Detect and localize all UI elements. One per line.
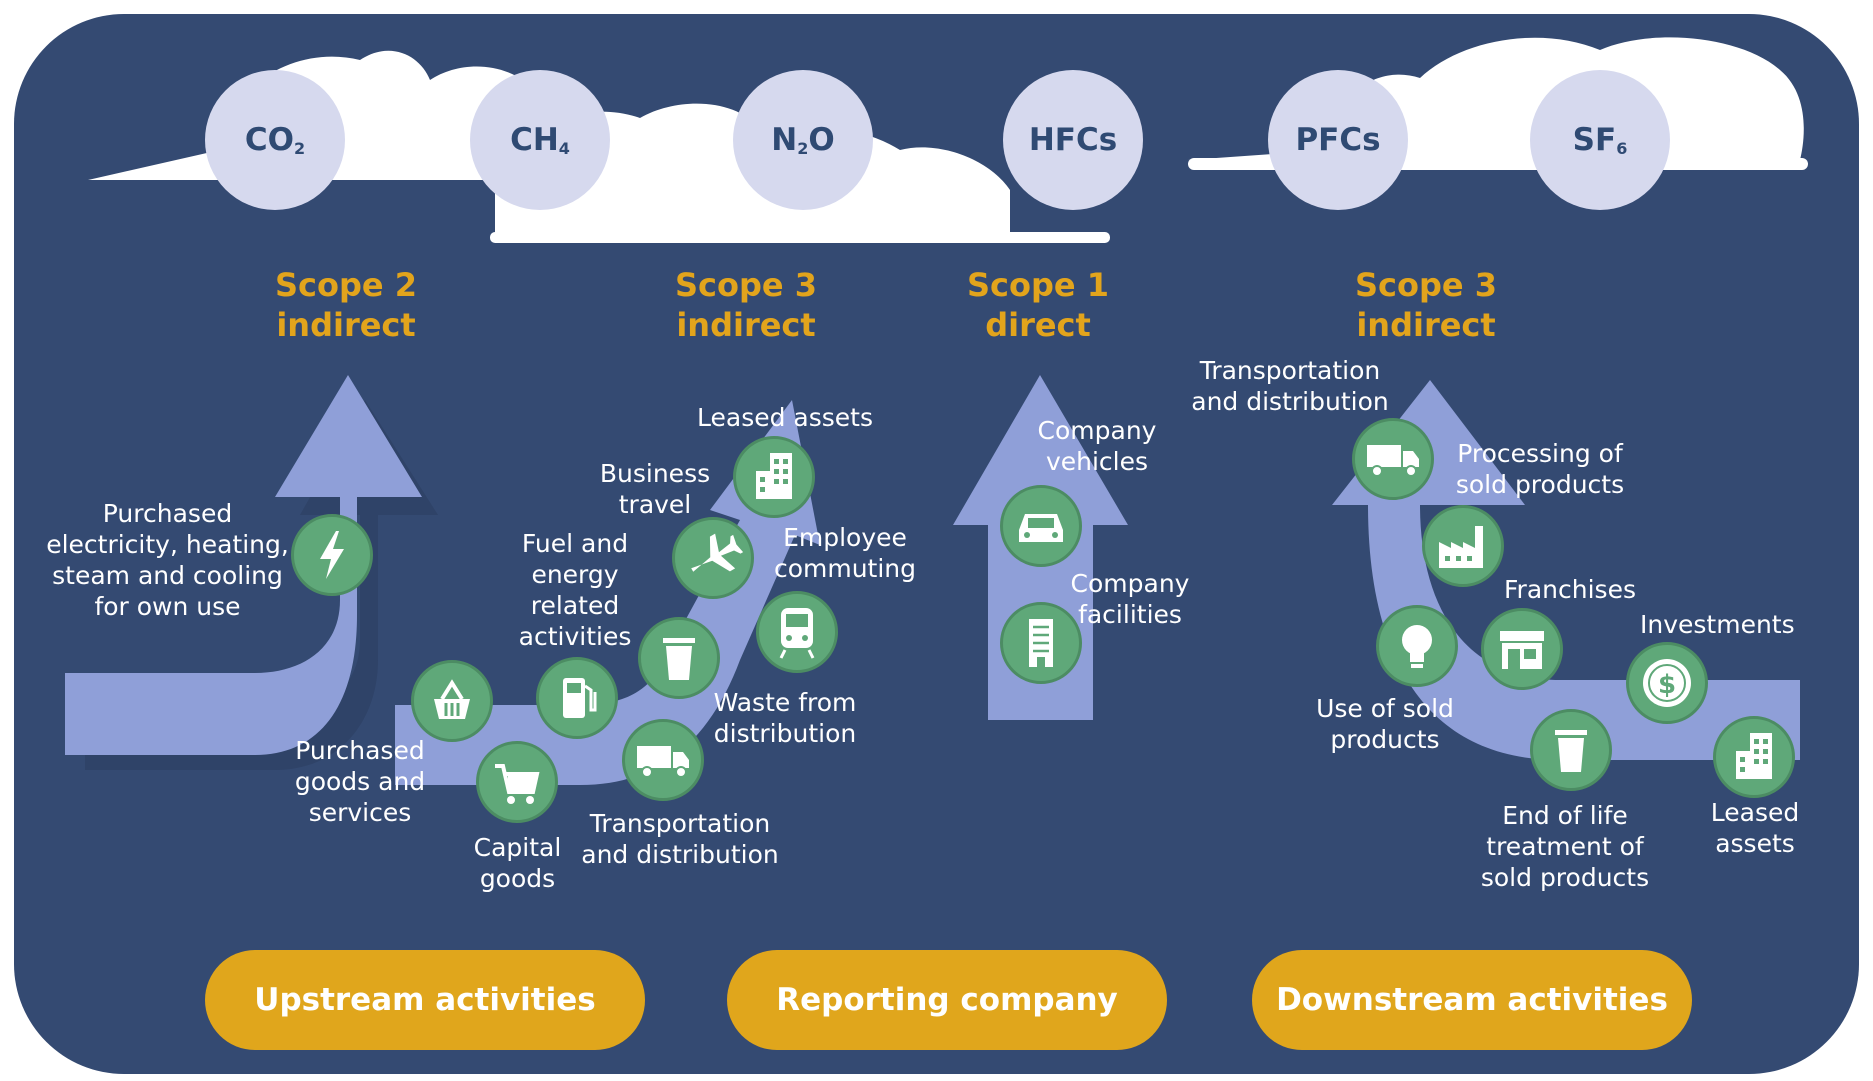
label-investments: Investments [1640, 610, 1795, 639]
svg-text:$: $ [1658, 670, 1676, 700]
shopping-cart-icon [476, 741, 558, 823]
factory-icon [1422, 505, 1504, 587]
building-icon [1713, 716, 1795, 798]
dollar-coin-icon: $ [1626, 642, 1708, 724]
cloud-middle-base [490, 232, 1110, 243]
car-icon [1000, 485, 1082, 567]
label-leased-assets-upstream: Leased assets [697, 403, 873, 432]
label-downstream-transport: Transportation and distribution [1191, 356, 1389, 416]
label-business-travel: Business travel [599, 459, 711, 519]
airplane-icon [672, 517, 754, 599]
reporting-company-pill: Reporting company [727, 950, 1167, 1050]
label-fuel-energy: Fuel and energy related activities [518, 529, 632, 651]
truck-icon [622, 719, 704, 801]
label-purchased-goods: Purchased goods and services [294, 736, 426, 827]
label-capital-goods: Capital goods [473, 833, 562, 893]
label-end-of-life: End of life treatment of sold products [1480, 801, 1650, 892]
label-company-facilities: Company facilities [1070, 569, 1190, 629]
truck-icon [1352, 418, 1434, 500]
basket-icon [411, 660, 493, 742]
train-icon [756, 591, 838, 673]
label-leased-assets-downstream: Leased assets [1710, 798, 1800, 858]
label-upstream-transport: Transportation and distribution [581, 809, 779, 869]
label-employee-commuting: Employee commuting [773, 523, 917, 583]
gas-pfcs: PFCs [1268, 70, 1408, 210]
trash-bin-icon [1530, 709, 1612, 791]
trash-bin-icon [638, 617, 720, 699]
label-franchises: Franchises [1504, 575, 1636, 604]
office-building-icon [1000, 602, 1082, 684]
upstream-arrow [395, 400, 820, 785]
fuel-pump-icon [536, 657, 618, 739]
gas-hfcs: HFCs [1003, 70, 1143, 210]
label-processing-sold-products: Processing of sold products [1455, 439, 1625, 499]
diagram-panel [14, 14, 1859, 1074]
label-company-vehicles: Company vehicles [1037, 416, 1157, 476]
lightbulb-icon [1376, 605, 1458, 687]
upstream-activities-pill: Upstream activities [205, 950, 645, 1050]
label-waste-distribution: Waste from distribution [713, 688, 857, 748]
downstream-activities-pill: Downstream activities [1252, 950, 1692, 1050]
building-icon [733, 436, 815, 518]
label-use-of-sold-products: Use of sold products [1316, 694, 1454, 754]
lightning-icon [291, 514, 373, 596]
storefront-icon [1481, 608, 1563, 690]
label-purchased-electricity: Purchased electricity, heating, steam an… [46, 499, 289, 621]
scope2-arrow [65, 375, 422, 755]
